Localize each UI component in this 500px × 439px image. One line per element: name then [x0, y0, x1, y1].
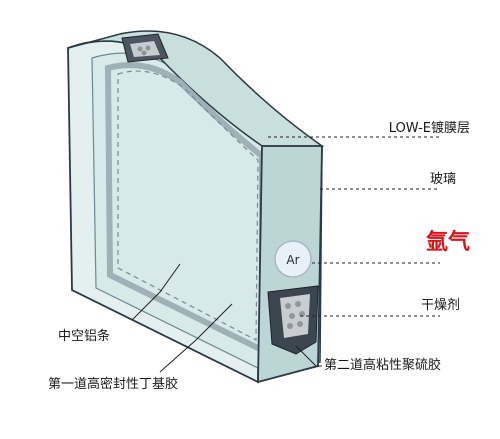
bottom-spacer-block	[267, 285, 319, 355]
label-low-e-coating: LOW-E镀膜层	[388, 121, 470, 136]
argon-bubble: Ar	[274, 240, 312, 278]
aluminum-spacer-strip	[104, 62, 265, 355]
label-aluminum-spacer: 中空铝条	[58, 329, 111, 344]
leader-secondary-sealant	[295, 345, 322, 367]
label-argon-gas: 氩气	[425, 230, 470, 255]
argon-symbol-text: Ar	[286, 253, 299, 267]
leader-aluminum-spacer	[131, 263, 181, 321]
leader-lines	[131, 136, 440, 373]
label-primary-sealant: 第一道高密封性丁基胶	[48, 377, 179, 392]
label-desiccant: 干燥剂	[420, 298, 460, 313]
label-secondary-sealant: 第二道高粘性聚硫胶	[324, 358, 442, 373]
leader-primary-sealant	[159, 303, 233, 373]
top-spacer-block	[121, 33, 169, 63]
label-glass: 玻璃	[429, 172, 456, 187]
